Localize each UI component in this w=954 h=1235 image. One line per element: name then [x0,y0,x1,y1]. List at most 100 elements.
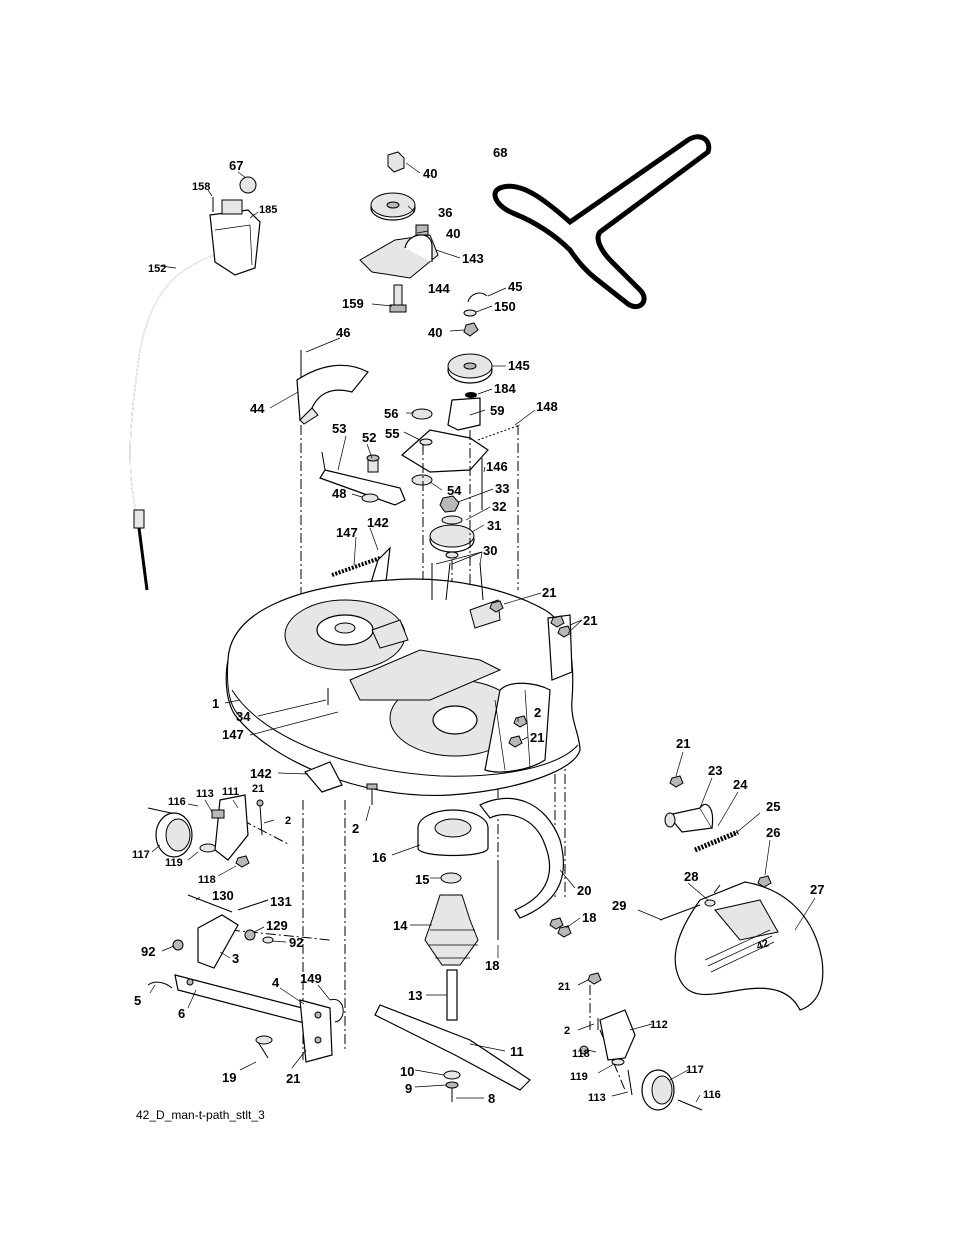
label-9: 9 [405,1081,412,1096]
label-113-right: 113 [588,1092,606,1104]
label-1: 1 [212,696,219,711]
label-152: 152 [148,263,166,275]
label-129: 129 [266,918,288,933]
label-144: 144 [428,281,450,296]
front-link [147,974,344,1063]
label-147-bottom: 147 [222,727,244,742]
discharge-bracket [664,775,772,888]
bracket-142 [304,761,343,793]
mower-deck [225,578,581,797]
label-6: 6 [178,1006,185,1021]
label-10: 10 [400,1064,414,1079]
discharge-chute [659,881,824,1011]
label-53: 53 [332,421,346,436]
label-26: 26 [766,825,780,840]
label-40-lower: 40 [428,325,442,340]
label-56: 56 [384,406,398,421]
label-21-left: 21 [252,783,264,795]
label-54: 54 [447,483,462,498]
label-143: 143 [462,251,484,266]
label-45: 45 [508,279,522,294]
label-21-rear: 21 [676,736,690,751]
chute-badge: 42 [755,937,771,952]
label-32: 32 [492,499,506,514]
label-116-left: 116 [168,796,186,808]
label-119-left: 119 [165,857,183,869]
label-118-right: 118 [572,1048,590,1060]
label-40-mid: 40 [446,226,460,241]
label-52: 52 [362,430,376,445]
label-117-right: 117 [686,1064,704,1076]
mandrel-pulley [429,495,475,559]
label-24: 24 [733,777,748,792]
height-adjust-cable [129,254,216,591]
label-67: 67 [229,158,243,173]
label-15: 15 [415,872,429,887]
label-21-front: 21 [286,1071,300,1086]
label-23: 23 [708,763,722,778]
label-116-right: 116 [703,1089,721,1101]
label-33: 33 [495,481,509,496]
label-92-left: 92 [141,944,155,959]
label-119-right: 119 [570,1071,588,1083]
label-2-deck: 2 [534,705,541,720]
cable-bracket [209,176,261,276]
label-111: 111 [222,786,239,798]
label-146: 146 [486,459,508,474]
belt-guard [296,350,369,425]
label-27: 27 [810,882,824,897]
label-145: 145 [508,358,530,373]
gauge-wheel-right [579,972,703,1111]
label-18-right: 18 [582,910,596,925]
label-68: 68 [493,145,507,160]
spindle-assembly [374,809,531,1102]
label-21-deck-front: 21 [530,730,544,745]
deck-hardware [327,562,572,805]
label-131: 131 [270,894,292,909]
label-20: 20 [577,883,591,898]
label-34: 34 [236,709,251,724]
label-159: 159 [342,296,364,311]
label-149: 149 [300,971,322,986]
idler-arm [319,451,406,506]
label-147-top: 147 [336,525,358,540]
label-130: 130 [212,888,234,903]
label-150: 150 [494,299,516,314]
leader-lines [149,162,816,1103]
label-118-left: 118 [198,874,216,886]
label-184: 184 [494,381,516,396]
drive-belt [492,134,712,310]
label-40-top: 40 [423,166,437,181]
label-19: 19 [222,1070,236,1085]
label-48: 48 [332,486,346,501]
label-44: 44 [250,401,265,416]
baffle [479,797,572,940]
label-112: 112 [650,1019,668,1031]
label-8: 8 [488,1091,495,1106]
label-46: 46 [336,325,350,340]
label-148: 148 [536,399,558,414]
label-3: 3 [232,951,239,966]
label-31: 31 [487,518,501,533]
label-59: 59 [490,403,504,418]
label-18-center: 18 [485,958,499,973]
label-13: 13 [408,988,422,1003]
idler-pulley-upper [359,151,439,313]
label-2-center: 2 [352,821,359,836]
label-5: 5 [134,993,141,1008]
label-16: 16 [372,850,386,865]
label-2-wheel: 2 [564,1025,570,1037]
label-55: 55 [385,426,399,441]
label-14: 14 [393,918,408,933]
label-21-wheel: 21 [558,981,570,993]
label-92-right: 92 [289,935,303,950]
label-4: 4 [272,975,280,990]
label-117-left: 117 [132,849,150,861]
label-185: 185 [259,204,277,216]
label-21-deck-right: 21 [583,613,597,628]
idler-bracket [400,408,521,510]
label-36: 36 [438,205,452,220]
label-142-bottom: 142 [250,766,272,781]
idler-pulley-lower [447,292,493,431]
